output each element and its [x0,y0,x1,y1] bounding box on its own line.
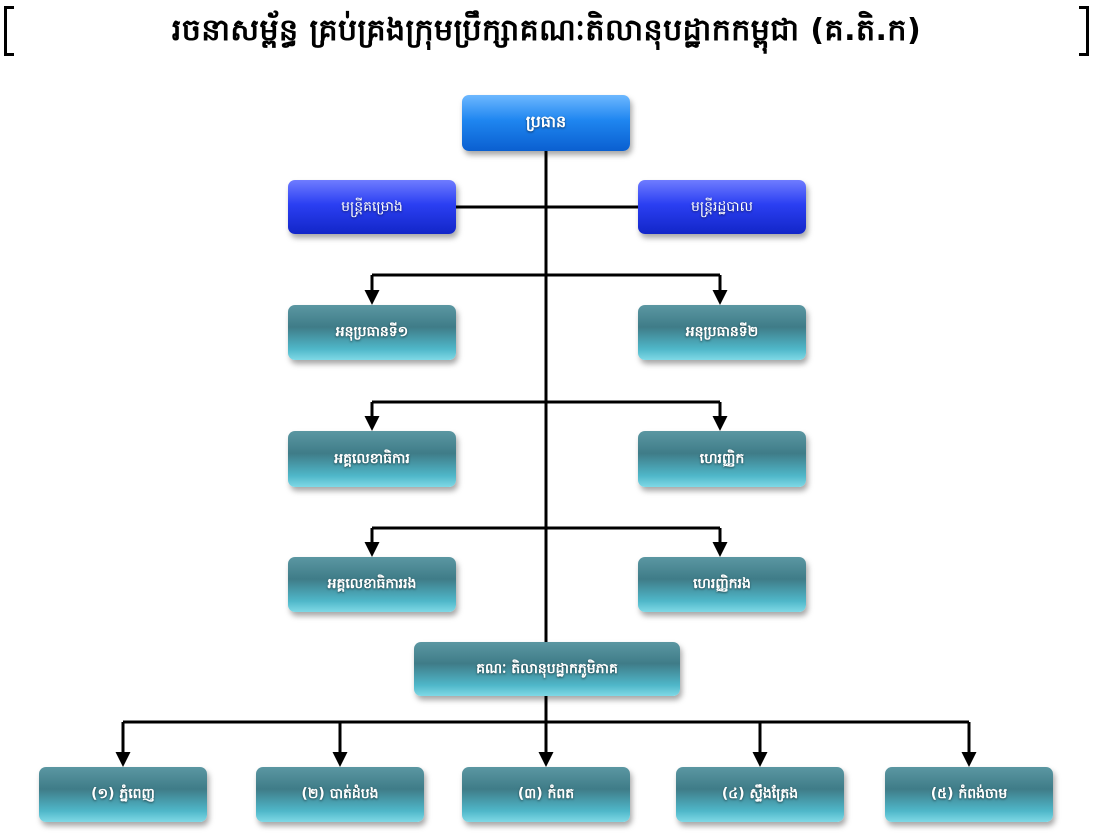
region-box: (៥) កំពង់ចាម [885,767,1053,822]
region-box: (៣) កំពត [462,767,630,822]
title-bracket-left [4,6,14,56]
region-box: (៤) ស្ទឹងត្រែង [676,767,844,822]
title-frame: រចនាសម្ព័ន្ធ គ្រប់គ្រងក្រុមប្រឹក្សាគណៈតិ… [4,6,1089,56]
region-box: (២) បាត់ដំបង [256,767,424,822]
project-officer-box: មន្ត្រីគម្រោង [288,180,456,234]
secretary-general-box: អគ្គលេខាធិការ [288,431,456,487]
deputy-secretary-general-box: អគ្គលេខាធិការរង [288,557,456,612]
vice-president-1-box: អនុប្រធានទី១ [288,305,456,360]
region-box: (១) ភ្នំពេញ [39,767,207,822]
president-box: ប្រធាន [462,95,630,151]
deputy-treasurer-box: ហេរញ្ញិករង [638,557,806,612]
treasurer-box: ហេរញ្ញិក [638,431,806,487]
title-bracket-right [1079,6,1089,56]
admin-officer-box: មន្ត្រីរដ្ឋបាល [638,180,806,234]
regional-committee-box: គណៈ តិលានុបដ្ឋាកភូមិភាគ [414,642,680,696]
page-title: រចនាសម្ព័ន្ធ គ្រប់គ្រងក្រុមប្រឹក្សាគណៈតិ… [171,13,922,48]
vice-president-2-box: អនុប្រធានទី២ [638,305,806,360]
